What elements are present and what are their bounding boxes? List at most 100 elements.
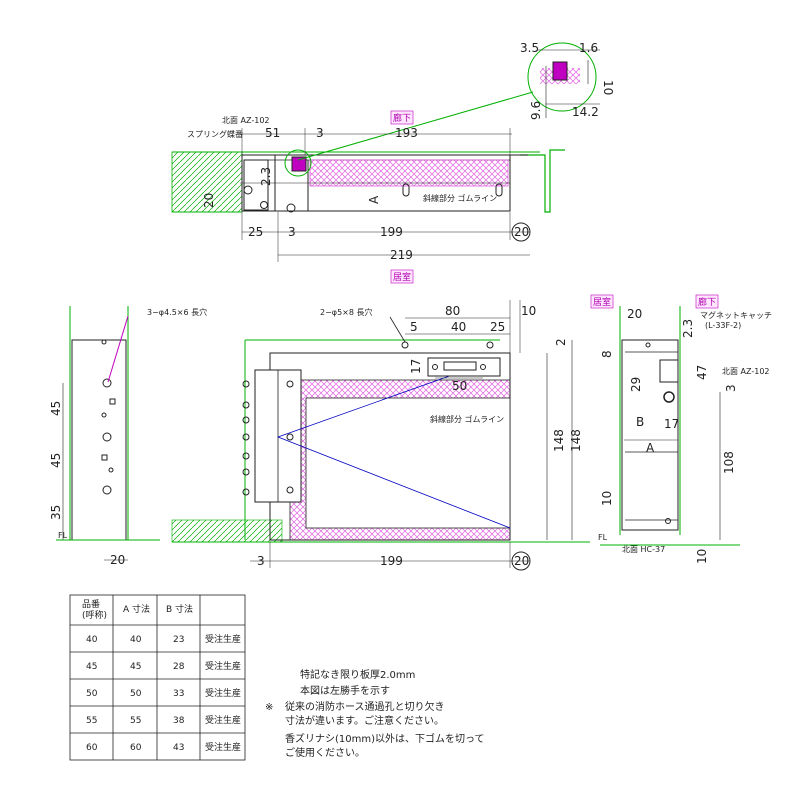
note-line-2: 本図は左勝手を示す — [300, 684, 390, 697]
screw-icon — [480, 364, 486, 370]
dim-199: 199 — [380, 225, 403, 239]
screw-icon — [663, 391, 675, 403]
rubber-line-hatch — [309, 159, 509, 187]
dim-3-5: 3.5 — [520, 41, 539, 55]
dim-8: 8 — [600, 350, 614, 358]
header-a: A 寸法 — [123, 603, 150, 615]
leader-line — [107, 315, 129, 383]
left-panel — [71, 339, 127, 541]
screw-icon — [260, 201, 268, 209]
dim-148-b: 148 — [569, 429, 583, 452]
hallway-label-side: 廊下 — [698, 296, 716, 308]
az102-label: 北面 AZ-102 — [222, 116, 270, 125]
cell-b: 43 — [173, 743, 184, 753]
note-line-4: 寸法が違います。ご注意ください。 — [285, 714, 444, 727]
cell-note: 受注生産 — [205, 741, 241, 753]
cell-part: 50 — [86, 689, 98, 699]
hole-icon — [101, 412, 107, 418]
dim-3-front: 3 — [257, 554, 265, 568]
dim-20: 20 — [202, 193, 216, 208]
hc37-label: 北面 HC-37 — [622, 545, 665, 554]
screw-icon — [242, 452, 250, 460]
dim-20-left: 20 — [110, 553, 125, 567]
magnet-label: マグネットキャッチ — [700, 310, 772, 320]
cell-b: 33 — [173, 689, 184, 699]
right-flange — [520, 149, 565, 213]
table-row: 60 60 43 受注生産 — [86, 741, 241, 753]
dim-9-6: 9.6 — [529, 101, 543, 120]
long-hole-label-top: 2−φ5×8 長穴 — [320, 307, 373, 317]
dim-17: 17 — [409, 359, 423, 374]
gomu-line-label: 斜線部分 ゴムライン — [423, 193, 497, 203]
dim-20-circle — [511, 551, 531, 571]
long-hole-icon — [102, 485, 112, 495]
dim-3-bottom: 3 — [288, 225, 296, 239]
cell-a: 40 — [130, 635, 142, 645]
dim-51: 51 — [265, 126, 280, 140]
dim-108: 108 — [722, 451, 736, 474]
cell-part: 45 — [86, 662, 97, 672]
top-section-view: 3.5 1.6 10 9.6 14.2 51 3 193 2.3 20 A 25… — [171, 41, 615, 284]
cell-note: 受注生産 — [205, 660, 241, 672]
spec-table: 品番(呼称) A 寸法 B 寸法 40 40 23 受注生産 45 45 28 … — [69, 594, 246, 761]
gomu-line-label-front: 斜線部分 ゴムライン — [430, 414, 504, 424]
detail-callout-circle — [527, 42, 597, 112]
latch-detail-circle — [284, 149, 312, 177]
dim-10: 10 — [601, 80, 615, 95]
dim-40: 40 — [451, 320, 466, 334]
long-hole-icon — [486, 341, 494, 349]
slot-icon — [402, 183, 410, 197]
hole-icon — [109, 398, 116, 405]
floor-hatch — [171, 519, 283, 543]
screw-icon — [286, 486, 294, 494]
dim-2: 2 — [554, 338, 568, 346]
table-row: 40 40 23 受注生産 — [86, 633, 241, 645]
table-border — [69, 594, 246, 761]
table-row: 45 45 28 受注生産 — [86, 660, 241, 672]
callout-leader — [297, 91, 534, 161]
cell-note: 受注生産 — [205, 714, 241, 726]
dim-2-3-side: 2.3 — [681, 319, 695, 338]
screw-icon — [286, 203, 296, 213]
dim-20-circled: 20 — [514, 225, 529, 239]
cell-b: 38 — [173, 716, 185, 726]
dim-14-2: 14.2 — [572, 105, 599, 119]
magnet-catch — [659, 359, 679, 383]
dim-80: 80 — [445, 304, 460, 318]
dim-a: A — [367, 195, 381, 204]
door-inner — [305, 397, 511, 529]
dim-25: 25 — [248, 225, 263, 239]
fl-label-right: FL — [598, 533, 608, 542]
dim-10-side-a: 10 — [600, 491, 614, 506]
dim-20-circle — [511, 222, 531, 242]
dim-1-6: 1.6 — [579, 41, 598, 55]
room-label-side: 居室 — [593, 296, 611, 308]
notes: 特記なき限り板厚2.0mm 本図は左勝手を示す ※ 従来の消防ホース通過孔と切り… — [265, 668, 485, 759]
latch-part — [291, 156, 307, 172]
cell-b: 23 — [173, 635, 184, 645]
dim-29: 29 — [629, 377, 643, 392]
dim-219: 219 — [390, 248, 413, 262]
cell-part: 40 — [86, 635, 98, 645]
dim-2-3: 2.3 — [259, 167, 273, 186]
az102-label-side: 北面 AZ-102 — [722, 367, 770, 376]
spring-hinge-shape — [243, 159, 269, 211]
note-line-3: 従来の消防ホース通過孔と切り欠き — [285, 700, 445, 713]
cell-a: 60 — [130, 743, 142, 753]
note-mark: ※ — [265, 702, 273, 713]
table-row: 55 55 38 受注生産 — [86, 714, 241, 726]
left-wall-hatch — [171, 151, 243, 213]
dim-47: 47 — [695, 365, 709, 380]
long-hole-icon — [102, 378, 112, 388]
room-label: 居室 — [393, 271, 411, 283]
screw-icon — [645, 342, 651, 348]
dim-45-a: 45 — [49, 401, 63, 416]
screw-icon — [286, 433, 294, 441]
dim-17-side: 17 — [664, 417, 679, 431]
screw-icon — [242, 380, 250, 388]
note-line-6: ご使用ください。 — [285, 746, 365, 759]
hinge-screws — [242, 380, 294, 496]
dim-20-side: 20 — [627, 307, 642, 321]
hallway-label: 廊下 — [393, 112, 411, 124]
